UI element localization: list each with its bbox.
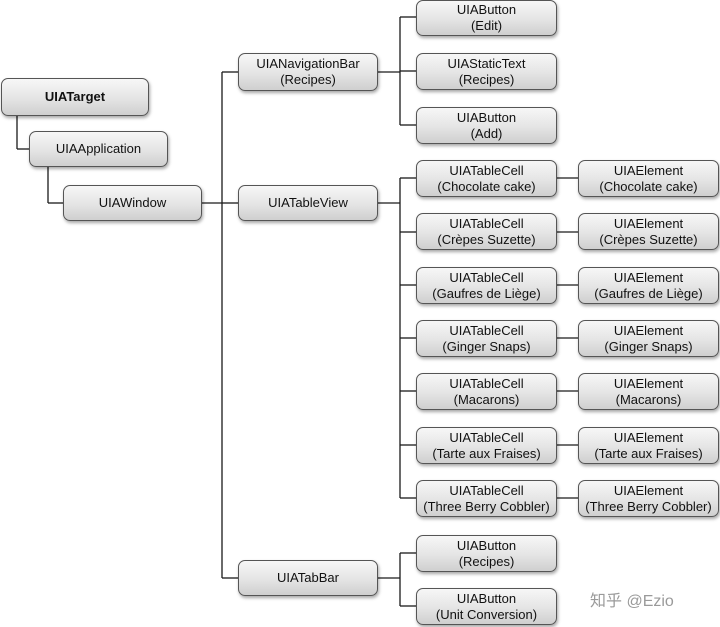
node-sublabel: (Ginger Snaps) xyxy=(604,338,693,354)
node-uiaapplication: UIAApplication xyxy=(29,131,168,167)
node-uiatarget: UIATarget xyxy=(1,78,149,116)
node-uiaelement-ginger-snaps: UIAElement (Ginger Snaps) xyxy=(578,320,719,357)
node-uiatablecell-three-berry-cobbler: UIATableCell (Three Berry Cobbler) xyxy=(416,480,557,517)
node-sublabel: (Macarons) xyxy=(453,391,520,407)
node-uiabutton-recipes: UIAButton (Recipes) xyxy=(416,535,557,572)
node-sublabel: (Tarte aux Fraises) xyxy=(594,445,703,461)
node-label: UIATableCell xyxy=(449,269,524,285)
node-sublabel: (Crèpes Suzette) xyxy=(599,231,698,247)
node-sublabel: (Recipes) xyxy=(458,553,515,569)
node-label: UIANavigationBar xyxy=(256,56,360,71)
node-label: UIAApplication xyxy=(55,141,142,156)
node-sublabel: (Gaufres de Liège) xyxy=(432,285,541,301)
node-uiawindow: UIAWindow xyxy=(63,185,202,221)
node-uiatablecell-gaufres-de-liege: UIATableCell (Gaufres de Liège) xyxy=(416,267,557,304)
node-label: UIATableCell xyxy=(449,215,524,231)
node-sublabel: (Macarons) xyxy=(615,391,682,407)
node-sublabel: (Chocolate cake) xyxy=(437,178,536,194)
node-label: UIAButton xyxy=(456,2,517,17)
node-label: UIAElement xyxy=(613,375,684,391)
node-label: UIAButton xyxy=(456,109,517,125)
node-uiaelement-chocolate-cake: UIAElement (Chocolate cake) xyxy=(578,160,719,197)
node-uianavigationbar: UIANavigationBar (Recipes) xyxy=(238,53,378,91)
node-label: UIAElement xyxy=(613,215,684,231)
watermark: 知乎 @Ezio xyxy=(590,593,674,610)
node-uiabutton-unit-conversion: UIAButton (Unit Conversion) xyxy=(416,588,557,625)
node-uiaelement-crepes-suzette: UIAElement (Crèpes Suzette) xyxy=(578,213,719,250)
node-label: UIATableCell xyxy=(449,482,524,498)
node-uiatablecell-chocolate-cake: UIATableCell (Chocolate cake) xyxy=(416,160,557,197)
node-label: UIAButton xyxy=(456,537,517,553)
node-label: UIAWindow xyxy=(98,195,167,210)
node-label: UIAElement xyxy=(613,482,684,498)
node-uiatabbar: UIATabBar xyxy=(238,560,378,596)
node-label: UIATabBar xyxy=(277,570,339,585)
node-uiatablecell-macarons: UIATableCell (Macarons) xyxy=(416,373,557,410)
node-label: UIATarget xyxy=(44,89,106,104)
node-uiatablecell-ginger-snaps: UIATableCell (Ginger Snaps) xyxy=(416,320,557,357)
node-label: UIATableCell xyxy=(449,162,524,178)
node-uiaelement-macarons: UIAElement (Macarons) xyxy=(578,373,719,410)
node-sublabel: (Three Berry Cobbler) xyxy=(423,498,550,514)
node-label: UIAButton xyxy=(456,590,517,606)
node-label: UIAElement xyxy=(613,269,684,285)
node-sublabel: (Edit) xyxy=(470,18,503,33)
node-label: UIATableCell xyxy=(449,429,524,445)
node-uiaelement-tarte-aux-fraises: UIAElement (Tarte aux Fraises) xyxy=(578,427,719,464)
node-uiatablecell-tarte-aux-fraises: UIATableCell (Tarte aux Fraises) xyxy=(416,427,557,464)
node-sublabel: (Crèpes Suzette) xyxy=(437,231,536,247)
node-sublabel: (Add) xyxy=(470,125,503,141)
node-label: UIAElement xyxy=(613,322,684,338)
node-sublabel: (Recipes) xyxy=(280,72,336,87)
node-sublabel: (Chocolate cake) xyxy=(599,178,698,194)
node-label: UIATableCell xyxy=(449,322,524,338)
node-sublabel: (Recipes) xyxy=(458,71,515,87)
node-label: UIAStaticText xyxy=(447,55,526,71)
node-sublabel: (Ginger Snaps) xyxy=(442,338,531,354)
node-uiastatictext-recipes: UIAStaticText (Recipes) xyxy=(416,53,557,90)
node-uiaelement-gaufres-de-liege: UIAElement (Gaufres de Liège) xyxy=(578,267,719,304)
node-label: UIATableCell xyxy=(449,375,524,391)
node-label: UIAElement xyxy=(613,429,684,445)
node-uiabutton-edit: UIAButton (Edit) xyxy=(416,0,557,36)
node-uiabutton-add: UIAButton (Add) xyxy=(416,107,557,144)
node-sublabel: (Unit Conversion) xyxy=(435,606,538,622)
node-uiatablecell-crepes-suzette: UIATableCell (Crèpes Suzette) xyxy=(416,213,557,250)
node-uiaelement-three-berry-cobbler: UIAElement (Three Berry Cobbler) xyxy=(578,480,719,517)
node-uiatableview: UIATableView xyxy=(238,185,378,221)
node-sublabel: (Gaufres de Liège) xyxy=(594,285,703,301)
node-label: UIAElement xyxy=(613,162,684,178)
node-sublabel: (Tarte aux Fraises) xyxy=(432,445,541,461)
node-label: UIATableView xyxy=(268,195,348,210)
node-sublabel: (Three Berry Cobbler) xyxy=(585,498,712,514)
